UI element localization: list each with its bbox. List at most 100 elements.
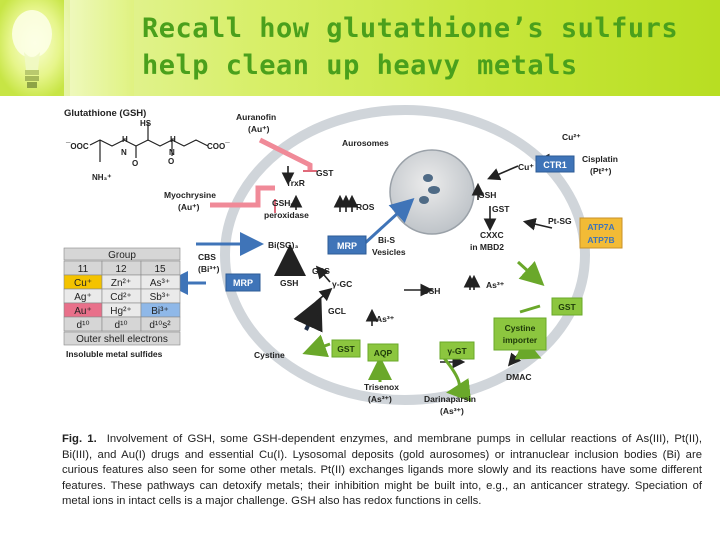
gsh-h2: H	[170, 135, 176, 144]
cell-d10-a: d¹⁰	[77, 320, 90, 331]
cell-hg: Hg²⁺	[110, 306, 131, 317]
green-boxes: GST Cystine importer GST AQP γ-GT	[331, 297, 583, 362]
gsh-coo: COO¯	[207, 142, 230, 151]
dmac-label: DMAC	[506, 372, 532, 382]
ptsg-label: Pt-SG	[548, 216, 572, 226]
as-low-label: As³⁺	[376, 314, 395, 324]
caption-label: Fig. 1.	[62, 433, 97, 445]
title-banner: Recall how glutathione’s sulfurs help cl…	[0, 0, 720, 96]
atp7a-label: ATP7A	[587, 222, 614, 232]
myochrysine-label: Myochrysine	[164, 190, 216, 200]
group-11: 11	[78, 264, 89, 275]
header-strip	[64, 0, 134, 96]
gsh-hs: HS	[140, 119, 152, 128]
gsh-peroxidase-label-1: GSH-	[272, 198, 293, 208]
inhibition-arrows	[210, 137, 313, 208]
cell-as: As³⁺	[150, 278, 170, 289]
cell-membrane-inner	[233, 118, 577, 392]
cell-cd: Cd²⁺	[110, 292, 131, 303]
mrp-left-label: MRP	[233, 278, 253, 288]
cell-membrane	[220, 105, 590, 405]
cell-bi: Bi³⁺	[151, 306, 169, 317]
auranofin-label: Auranofin	[236, 112, 276, 122]
aurosomes-label: Aurosomes	[342, 138, 389, 148]
gst-right-label: GST	[492, 204, 510, 214]
gss-label: GSS	[312, 266, 330, 276]
trxr-label: TrxR	[286, 178, 305, 188]
bis-label-1: Bi-S	[378, 235, 395, 245]
light-bulb-icon	[0, 0, 70, 96]
cell-au: Au⁺	[74, 306, 92, 317]
cell-zn: Zn²⁺	[111, 278, 131, 289]
title-line-1: Recall how glutathione’s sulfurs	[142, 13, 679, 44]
gcl-label: GCL	[328, 306, 346, 316]
cell-d10s2: d¹⁰s²	[149, 320, 171, 331]
metal-group-table: Group 11 12 15 Cu⁺ Zn²⁺ As³⁺ Ag⁺ Cd²⁺ Sb…	[63, 247, 181, 359]
cbs-label: CBS	[198, 252, 216, 262]
mrp-center-box: MRP	[327, 235, 367, 255]
cisplatin-label: Cisplatin	[582, 154, 618, 164]
gsh-nh3: NH₃⁺	[92, 173, 111, 182]
group-15: 15	[154, 264, 166, 275]
synthesis-arrows	[274, 244, 323, 333]
gsh-peroxidase-label-2: peroxidase	[264, 210, 309, 220]
as-mid-label: As³⁺	[486, 280, 505, 290]
ros-label: ROS	[356, 202, 375, 212]
darinaparsin-ox-label: (As³⁺)	[440, 406, 464, 416]
gsh-h1: H	[122, 135, 128, 144]
atp7-boxes: ATP7A ATP7B	[579, 217, 623, 249]
cell-sb: Sb³⁺	[150, 292, 171, 303]
gst-bottom-label: GST	[337, 344, 355, 354]
gsh-n1: N	[121, 148, 127, 157]
gsh-n2: N	[169, 148, 175, 157]
pathway-labels: Auranofin (Au⁺) Aurosomes GST TrxR Myoch…	[164, 112, 618, 416]
mrp-center-label: MRP	[337, 241, 357, 251]
table-sublabel: Insoluble metal sulfides	[66, 349, 163, 359]
glutathione-structure	[89, 122, 209, 162]
gsh-left-label: GSH	[280, 278, 298, 288]
ctr1-box: CTR1	[535, 155, 575, 173]
gsh-mid-label: GSH	[422, 286, 440, 296]
title-line-2: help clean up heavy metals	[142, 50, 578, 81]
cell-ag: Ag⁺	[74, 292, 92, 303]
gsh-o2: O	[168, 157, 174, 166]
gst-top-label: GST	[316, 168, 334, 178]
c-label: C	[312, 312, 318, 322]
bisg-label: Bi(SG)₃	[268, 240, 298, 250]
caption-text: Involvement of GSH, some GSH-dependent e…	[62, 433, 702, 508]
cystine-label: Cystine	[254, 350, 285, 360]
cu2-label: Cu²⁺	[562, 132, 581, 142]
trisenox-label: Trisenox	[364, 382, 399, 392]
glutathione-pathway-diagram: Glutathione (GSH) HS ¯OOC COO¯ H H N N O…	[63, 105, 623, 416]
darinaparsin-label: Darinaparsin	[424, 394, 476, 404]
cystine-importer-label-2: importer	[503, 335, 538, 345]
slide-title: Recall how glutathione’s sulfurs help cl…	[142, 10, 712, 84]
myochrysine-ox-label: (Au⁺)	[178, 202, 200, 212]
group-12: 12	[115, 264, 127, 275]
cisplatin-ox-label: (Pt²⁺)	[590, 166, 612, 176]
table-header: Group	[108, 250, 136, 261]
ygc-label: γ-GC	[332, 279, 352, 289]
gsh-ooc: ¯OOC	[65, 142, 89, 151]
aqp-label: AQP	[374, 348, 393, 358]
figure-caption: Fig. 1.Involvement of GSH, some GSH-depe…	[62, 432, 702, 510]
table-footer: Outer shell electrons	[76, 334, 168, 345]
cystine-importer-label-1: Cystine	[505, 323, 536, 333]
gsh-vesicle-label: GSH	[478, 190, 496, 200]
cbs-ox-label: (Bi³⁺)	[198, 264, 220, 274]
cxxc-label-1: CXXC	[480, 230, 504, 240]
bis-label-2: Vesicles	[372, 247, 406, 257]
atp7b-label: ATP7B	[587, 235, 614, 245]
cell-cu: Cu⁺	[74, 278, 92, 289]
ygt-label: γ-GT	[447, 346, 467, 356]
cxxc-label-2: in MBD2	[470, 242, 504, 252]
mrp-left-box: MRP	[225, 273, 261, 292]
cu1-label: Cu⁺	[518, 162, 534, 172]
glutathione-title: Glutathione (GSH)	[64, 108, 146, 119]
auranofin-ox-label: (Au⁺)	[248, 124, 270, 134]
gst-lowright-label: GST	[558, 302, 576, 312]
cell-d10-b: d¹⁰	[115, 320, 128, 331]
ctr1-label: CTR1	[543, 160, 567, 170]
trisenox-ox-label: (As³⁺)	[368, 394, 392, 404]
gsh-o1: O	[132, 159, 138, 168]
